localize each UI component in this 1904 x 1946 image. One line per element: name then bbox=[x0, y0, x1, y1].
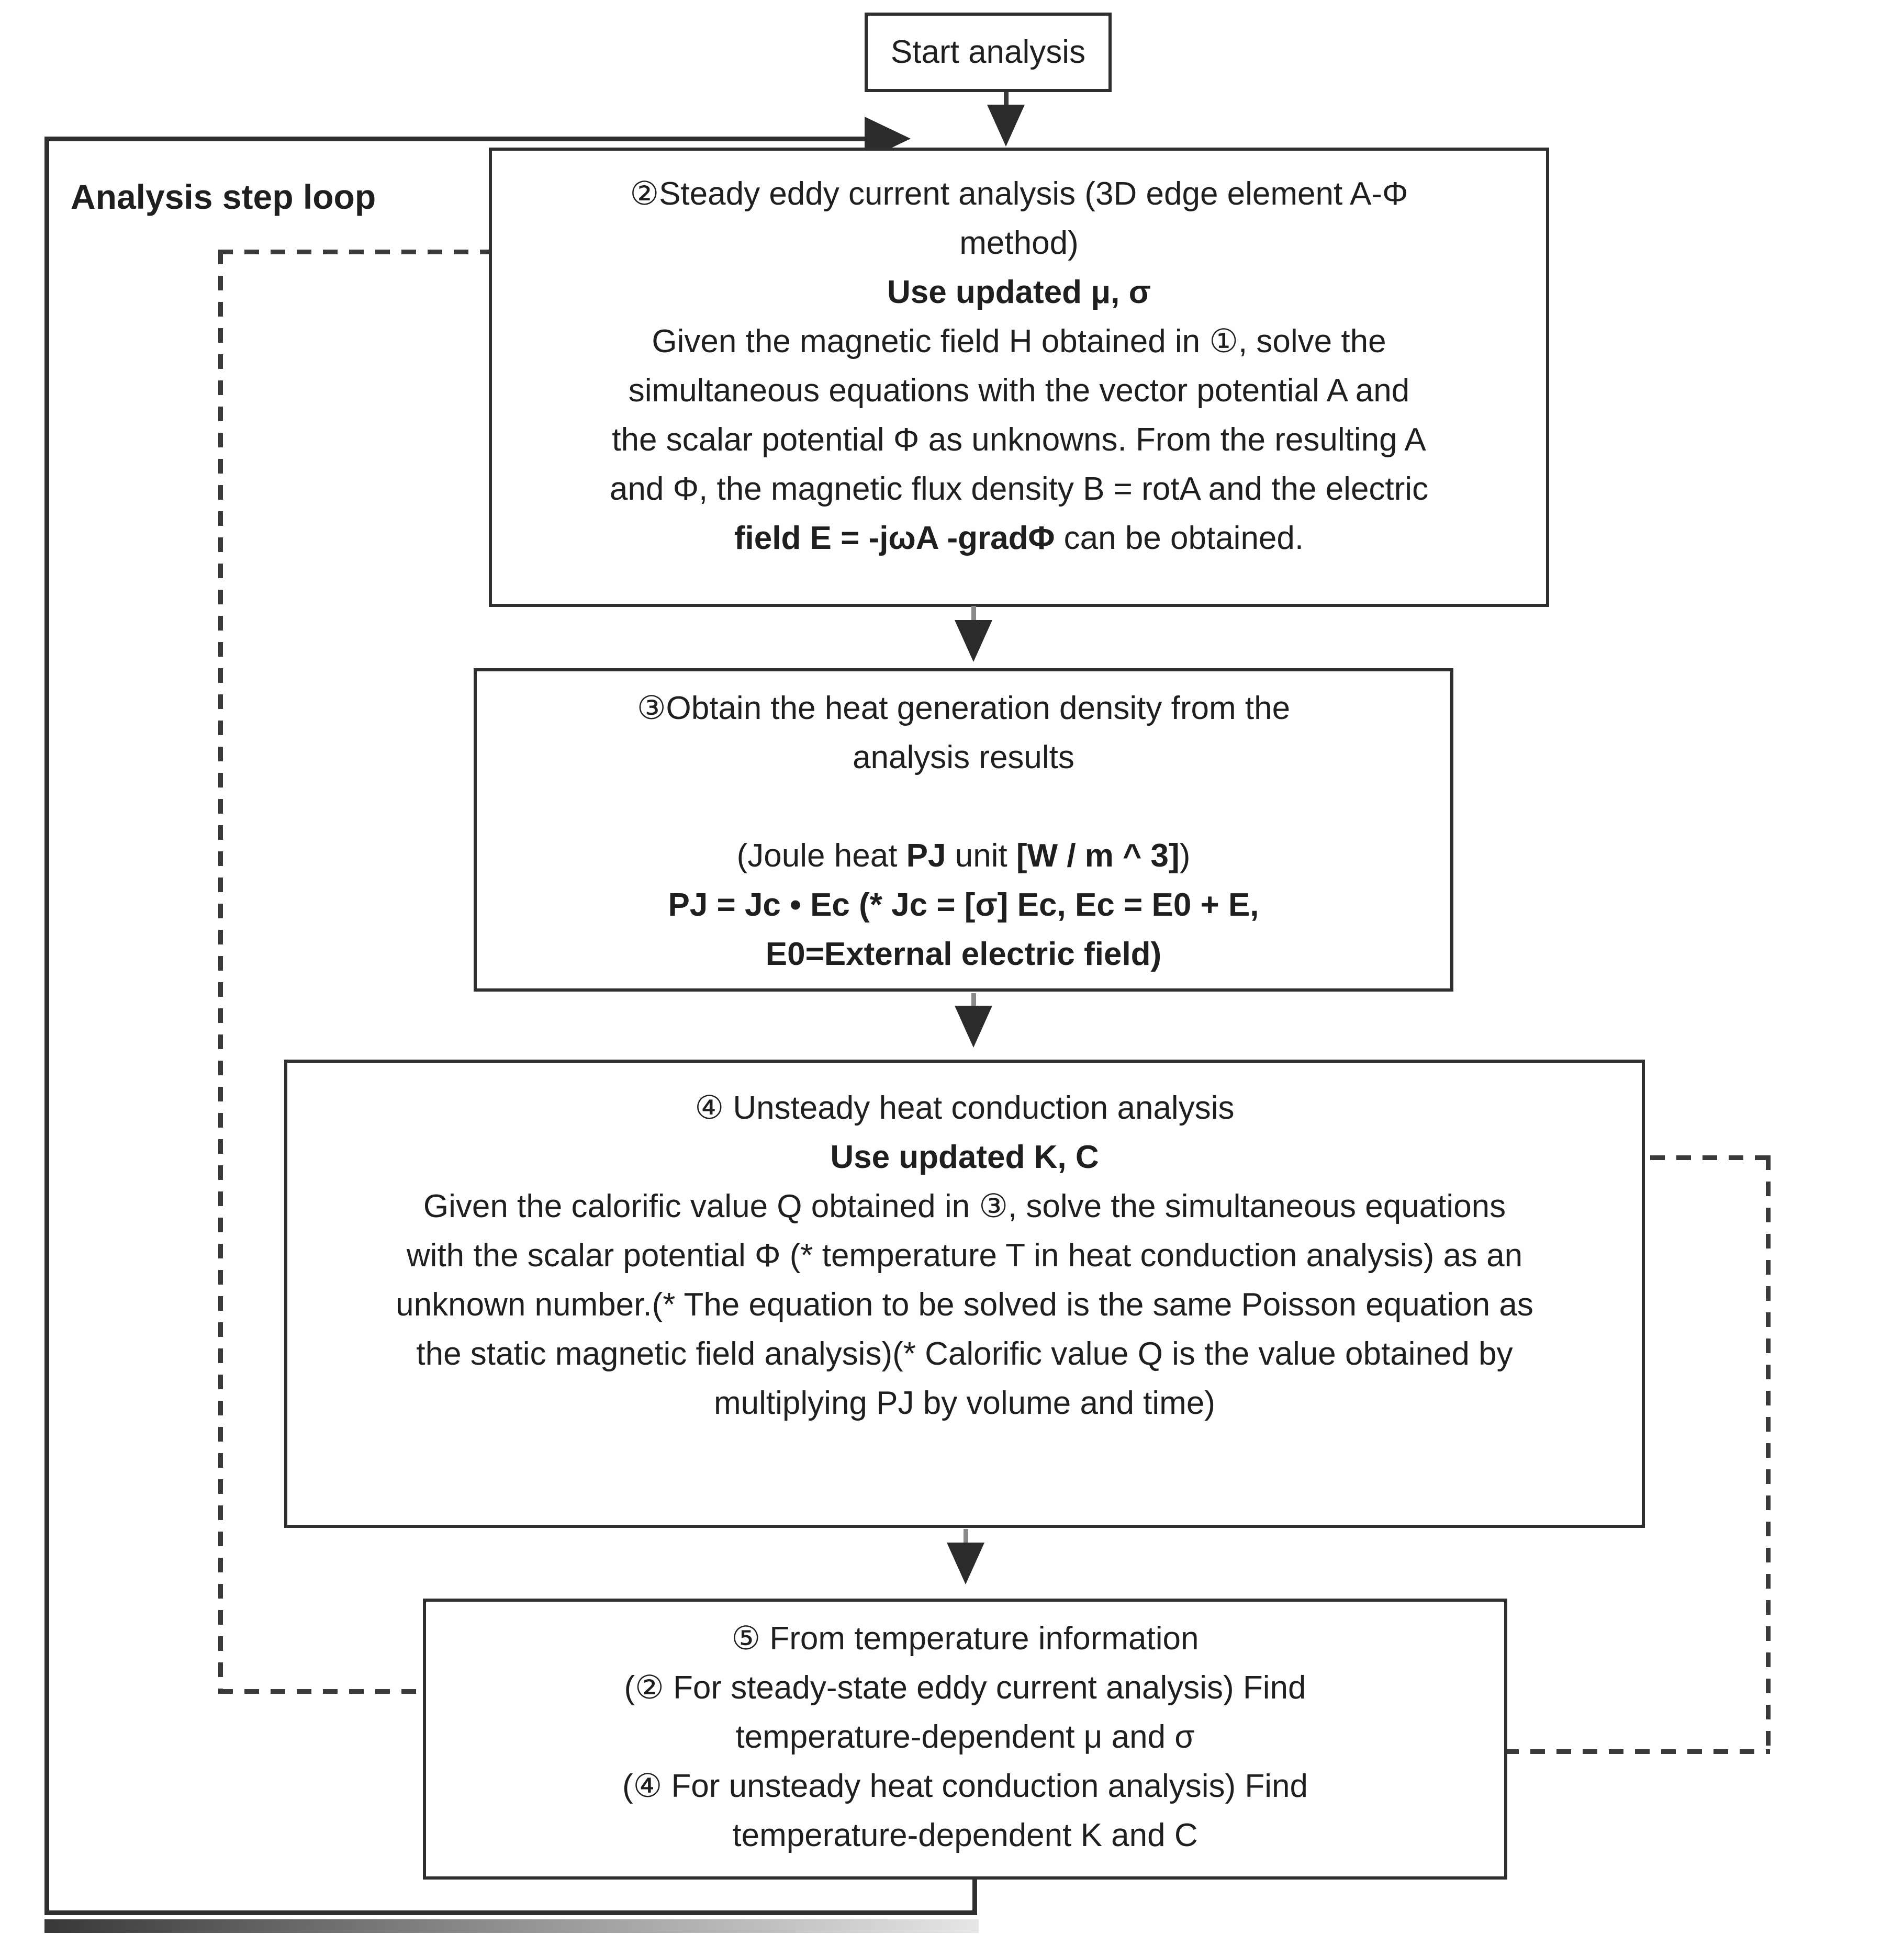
connector-step4-step5-arrowhead-icon bbox=[947, 1543, 984, 1584]
step3-blank-line bbox=[477, 782, 1450, 831]
start-box: Start analysis bbox=[865, 13, 1112, 92]
mu-sigma-feedback-line-vertical bbox=[218, 250, 223, 1693]
step2-body-line3: the scalar potential Φ as unknowns. From… bbox=[612, 422, 1426, 458]
step3-joule-mid: unit bbox=[946, 838, 1016, 874]
step3-equation-line1: PJ = Jc • Ec (* Jc = [σ] Ec, Ec = E0 + E… bbox=[668, 887, 1259, 923]
step5-line3: (④ For unsteady heat conduction analysis… bbox=[622, 1768, 1308, 1804]
step2-body-tail: can be obtained. bbox=[1055, 520, 1304, 556]
step2-title-line1: ②Steady eddy current analysis (3D edge e… bbox=[630, 176, 1408, 212]
kc-feedback-line-bottom bbox=[1504, 1749, 1770, 1754]
step4-heat-conduction-box: ④ Unsteady heat conduction analysis Use … bbox=[284, 1060, 1645, 1528]
connector-start-step2-shaft bbox=[1004, 92, 1009, 110]
step3-joule-line: (Joule heat PJ unit [W / m ^ 3]) bbox=[477, 831, 1450, 881]
step3-title-line2: analysis results bbox=[853, 739, 1074, 775]
connector-step2-step3-shaft bbox=[971, 606, 976, 623]
step2-body-line1: Given the magnetic field H obtained in ①… bbox=[652, 323, 1386, 359]
loop-line-bottom bbox=[44, 1910, 977, 1915]
step4-body-line4: the static magnetic field analysis)(* Ca… bbox=[416, 1336, 1513, 1372]
step2-steady-eddy-current-box: ②Steady eddy current analysis (3D edge e… bbox=[489, 148, 1549, 607]
step3-joule-unit: [W / m ^ 3] bbox=[1016, 838, 1180, 874]
step3-equation-line2: E0=External electric field) bbox=[765, 936, 1162, 972]
loop-line-shadow bbox=[44, 1919, 979, 1933]
kc-feedback-line-vertical bbox=[1766, 1155, 1771, 1753]
step4-body-line1: Given the calorific value Q obtained in … bbox=[423, 1188, 1506, 1224]
step4-body-line3: unknown number.(* The equation to be sol… bbox=[396, 1287, 1533, 1323]
connector-step3-step4-shaft bbox=[971, 993, 976, 1009]
step4-use-updated-kc: Use updated K, C bbox=[830, 1139, 1099, 1175]
step3-title-line1: ③Obtain the heat generation density from… bbox=[636, 690, 1291, 726]
step4-body-line5: multiplying PJ by volume and time) bbox=[714, 1385, 1215, 1421]
loop-line-top bbox=[44, 137, 869, 141]
step3-joule-pre: (Joule heat bbox=[736, 838, 906, 874]
mu-sigma-feedback-line-bottom bbox=[218, 1689, 425, 1694]
step5-title: ⑤ From temperature information bbox=[731, 1621, 1199, 1657]
step2-body-line4: and Φ, the magnetic flux density B = rot… bbox=[609, 471, 1429, 507]
connector-start-step2-arrowhead-icon bbox=[987, 105, 1025, 147]
step2-field-equation: field E = -jωA -gradΦ bbox=[734, 520, 1055, 556]
step5-line4: temperature-dependent K and C bbox=[732, 1817, 1198, 1853]
loop-line-left bbox=[44, 137, 49, 1915]
step5-line1: (② For steady-state eddy current analysi… bbox=[624, 1670, 1306, 1706]
step3-joule-pj: PJ bbox=[906, 838, 946, 874]
connector-step2-step3-arrowhead-icon bbox=[955, 620, 992, 662]
step5-temperature-info-box: ⑤ From temperature information (② For st… bbox=[423, 1599, 1507, 1880]
loop-line-bottom-stub bbox=[972, 1880, 977, 1915]
step3-joule-post: ) bbox=[1179, 838, 1191, 874]
step2-title-line2: method) bbox=[959, 225, 1079, 261]
step2-body-line2: simultaneous equations with the vector p… bbox=[628, 373, 1410, 409]
loop-label: Analysis step loop bbox=[71, 177, 376, 216]
step4-title: ④ Unsteady heat conduction analysis bbox=[695, 1090, 1235, 1126]
step2-body-line5: field E = -jωA -gradΦ can be obtained. bbox=[492, 514, 1546, 563]
step2-use-updated-mu-sigma: Use updated μ, σ bbox=[887, 274, 1151, 310]
start-label: Start analysis bbox=[890, 34, 1086, 70]
mu-sigma-feedback-line-top bbox=[218, 250, 666, 254]
step4-body-line2: with the scalar potential Φ (* temperatu… bbox=[406, 1238, 1523, 1274]
connector-step4-step5-shaft bbox=[964, 1529, 968, 1546]
connector-step3-step4-arrowhead-icon bbox=[955, 1006, 992, 1048]
step5-line2: temperature-dependent μ and σ bbox=[735, 1719, 1195, 1755]
step3-heat-generation-box: ③Obtain the heat generation density from… bbox=[474, 668, 1453, 992]
